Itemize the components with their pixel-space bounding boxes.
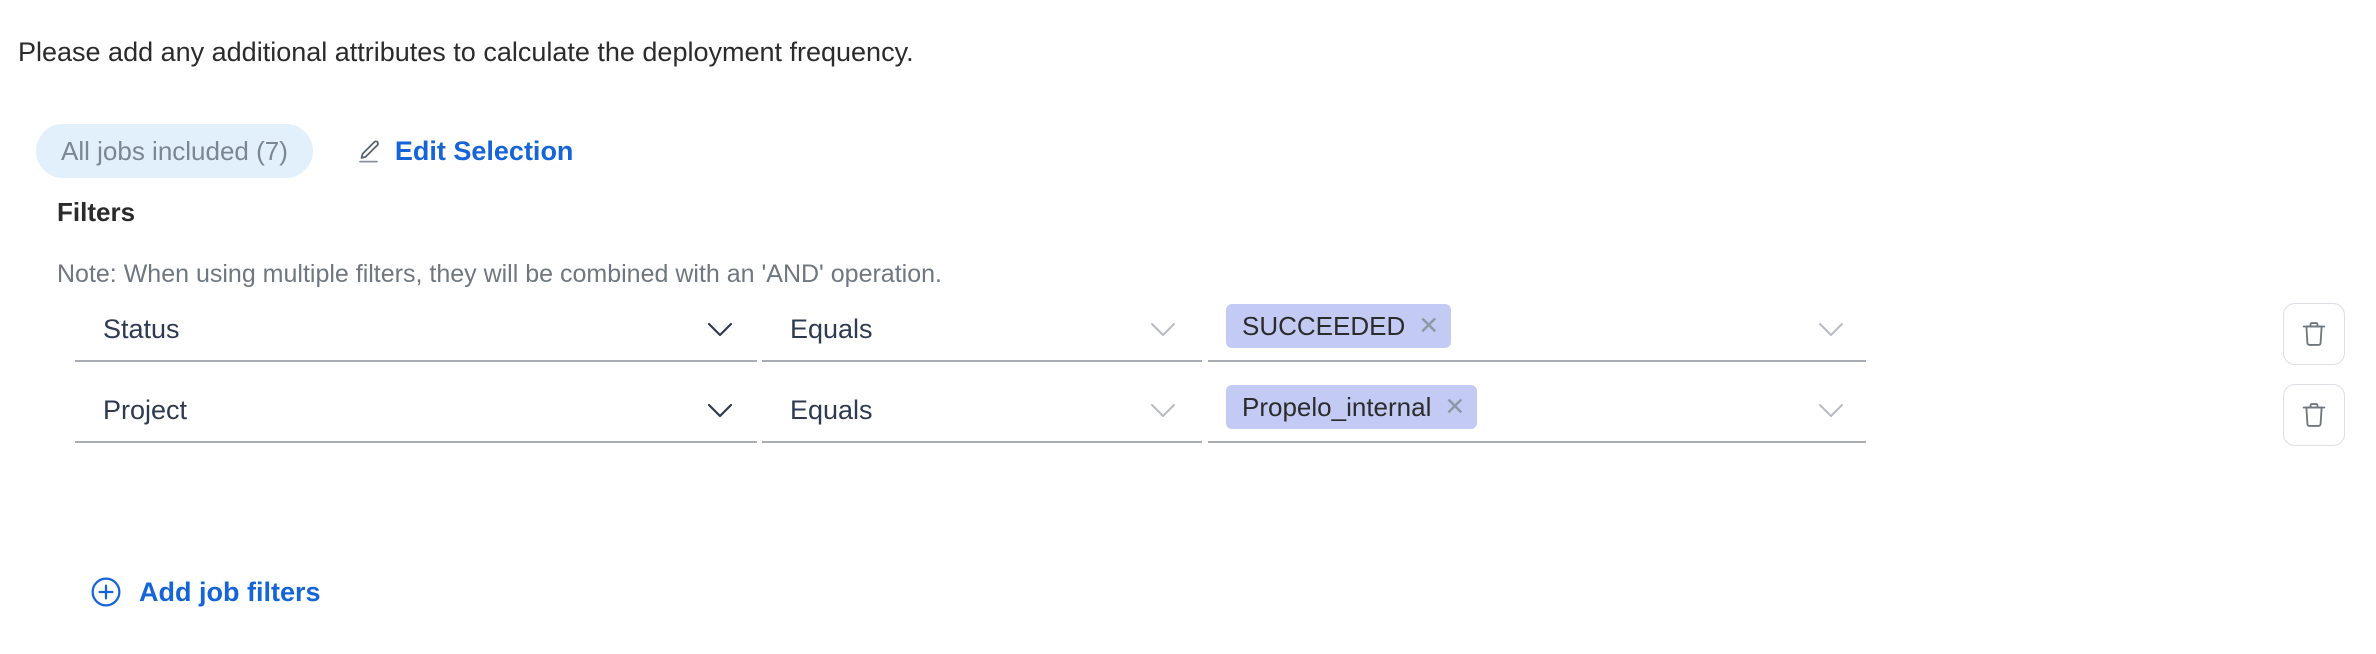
filter-value-chip-label: SUCCEEDED <box>1242 311 1406 341</box>
filter-attribute-select[interactable]: Status <box>75 300 757 362</box>
filter-operator-select[interactable]: Equals <box>762 381 1202 443</box>
plus-circle-icon <box>90 576 139 608</box>
filter-attribute-value: Status <box>103 314 180 344</box>
filter-operator-value: Equals <box>790 395 873 425</box>
close-icon[interactable]: ✕ <box>1418 311 1440 340</box>
close-icon[interactable]: ✕ <box>1444 392 1466 421</box>
filters-note: Note: When using multiple filters, they … <box>57 260 942 288</box>
add-job-filters-button[interactable]: Add job filters <box>90 575 321 609</box>
delete-filter-button[interactable] <box>2283 303 2345 365</box>
filter-operator-select[interactable]: Equals <box>762 300 1202 362</box>
add-job-filters-label: Add job filters <box>139 577 321 607</box>
filter-operator-value: Equals <box>790 314 873 344</box>
job-selection-summary: All jobs included (7) Edit Selection <box>36 124 573 178</box>
all-jobs-included-pill: All jobs included (7) <box>36 124 313 178</box>
trash-icon <box>2300 319 2328 349</box>
filters-heading: Filters <box>57 197 136 227</box>
pencil-icon <box>355 138 395 165</box>
intro-text: Please add any additional attributes to … <box>18 37 914 67</box>
delete-filter-button[interactable] <box>2283 384 2345 446</box>
edit-selection-link[interactable]: Edit Selection <box>355 134 574 168</box>
filter-value-chip-label: Propelo_internal <box>1242 392 1432 422</box>
filter-value-select[interactable]: SUCCEEDED ✕ <box>1208 300 1866 362</box>
trash-icon <box>2300 400 2328 430</box>
filter-value-chip[interactable]: Propelo_internal ✕ <box>1226 385 1478 429</box>
filter-value-chip[interactable]: SUCCEEDED ✕ <box>1226 304 1452 348</box>
filter-value-select[interactable]: Propelo_internal ✕ <box>1208 381 1866 443</box>
filter-attribute-value: Project <box>103 395 188 425</box>
filter-attribute-select[interactable]: Project <box>75 381 757 443</box>
edit-selection-label: Edit Selection <box>394 136 574 166</box>
